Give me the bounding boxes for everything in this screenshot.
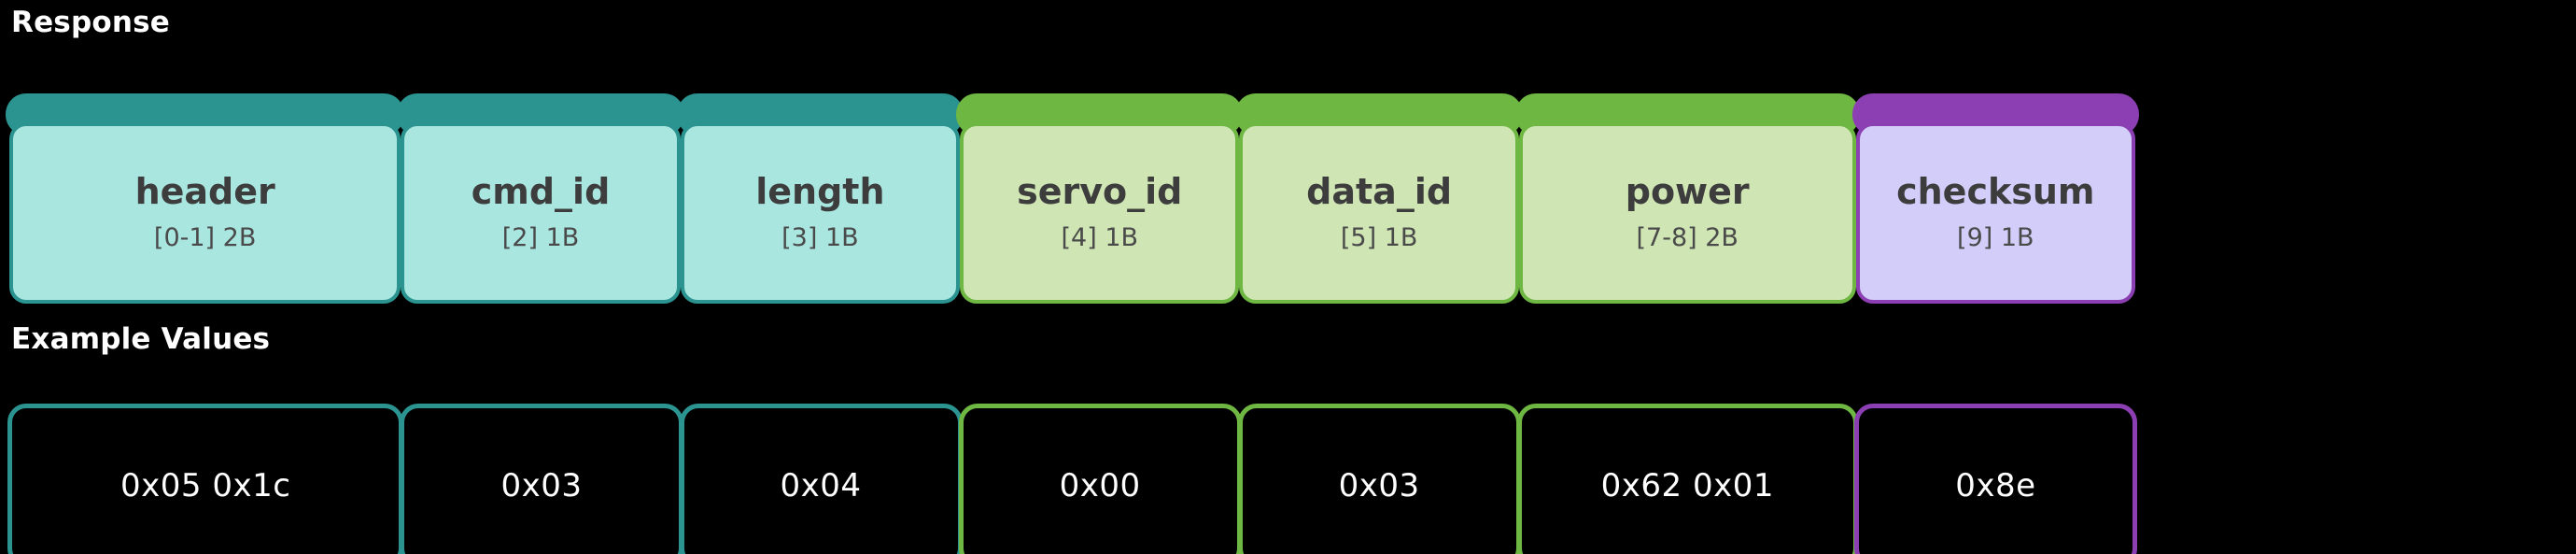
example-value-servo-id: 0x00	[958, 404, 1242, 554]
packet-field-servo-id: servo_id [4] 1B	[956, 93, 1244, 304]
field-name-label: checksum	[1896, 170, 2095, 212]
example-value-data-id: 0x03	[1237, 404, 1521, 554]
example-value-text: 0x03	[1338, 466, 1420, 504]
example-value-header: 0x05 0x1c	[7, 404, 404, 554]
packet-section-title: Response	[11, 6, 170, 39]
field-byte-range-label: [9] 1B	[1957, 223, 2034, 253]
field-byte-range-label: [0-1] 2B	[153, 223, 257, 253]
field-byte-range-label: [2] 1B	[501, 223, 580, 253]
field-byte-range-label: [5] 1B	[1340, 223, 1418, 253]
packet-field-checksum: checksum [9] 1B	[1851, 93, 2139, 304]
packet-field-cmd-id: cmd_id [2] 1B	[397, 93, 684, 304]
field-body: length [3] 1B	[680, 122, 961, 304]
field-name-label: cmd_id	[471, 170, 611, 212]
packet-field-row: header [0-1] 2B cmd_id [2] 1B length [3] 1B se…	[6, 93, 2139, 304]
packet-field-power: power [7-8] 2B	[1514, 93, 1860, 304]
example-value-text: 0x62 0x01	[1600, 466, 1774, 504]
field-name-label: data_id	[1306, 170, 1453, 212]
field-byte-range-label: [4] 1B	[1061, 223, 1139, 253]
example-values-row: 0x05 0x1c 0x03 0x04 0x00 0x03 0x62 0x01 0x8e	[7, 404, 2137, 554]
field-byte-range-label: [3] 1B	[781, 223, 859, 253]
field-body: header [0-1] 2B	[9, 122, 401, 304]
example-values-section-title: Example Values	[11, 322, 271, 356]
field-body: checksum [9] 1B	[1855, 122, 2135, 304]
field-byte-range-label: [7-8] 2B	[1636, 223, 1738, 253]
field-name-label: power	[1625, 170, 1750, 212]
packet-field-data-id: data_id [5] 1B	[1235, 93, 1523, 304]
example-value-cmd-id: 0x03	[400, 404, 683, 554]
field-name-label: header	[134, 170, 275, 212]
field-name-label: servo_id	[1017, 170, 1183, 212]
field-body: power [7-8] 2B	[1518, 122, 1856, 304]
field-body: servo_id [4] 1B	[960, 122, 1240, 304]
field-name-label: length	[755, 170, 885, 212]
example-value-text: 0x8e	[1955, 466, 2036, 504]
packet-field-length: length [3] 1B	[676, 93, 964, 304]
packet-field-header: header [0-1] 2B	[6, 93, 405, 304]
example-value-text: 0x00	[1059, 466, 1141, 504]
field-body: cmd_id [2] 1B	[401, 122, 681, 304]
example-value-text: 0x03	[500, 466, 583, 504]
example-value-text: 0x05 0x1c	[120, 466, 291, 504]
example-value-power: 0x62 0x01	[1516, 404, 1858, 554]
example-value-checksum: 0x8e	[1853, 404, 2137, 554]
example-value-text: 0x04	[780, 466, 862, 504]
example-value-length: 0x04	[679, 404, 963, 554]
field-body: data_id [5] 1B	[1239, 122, 1519, 304]
